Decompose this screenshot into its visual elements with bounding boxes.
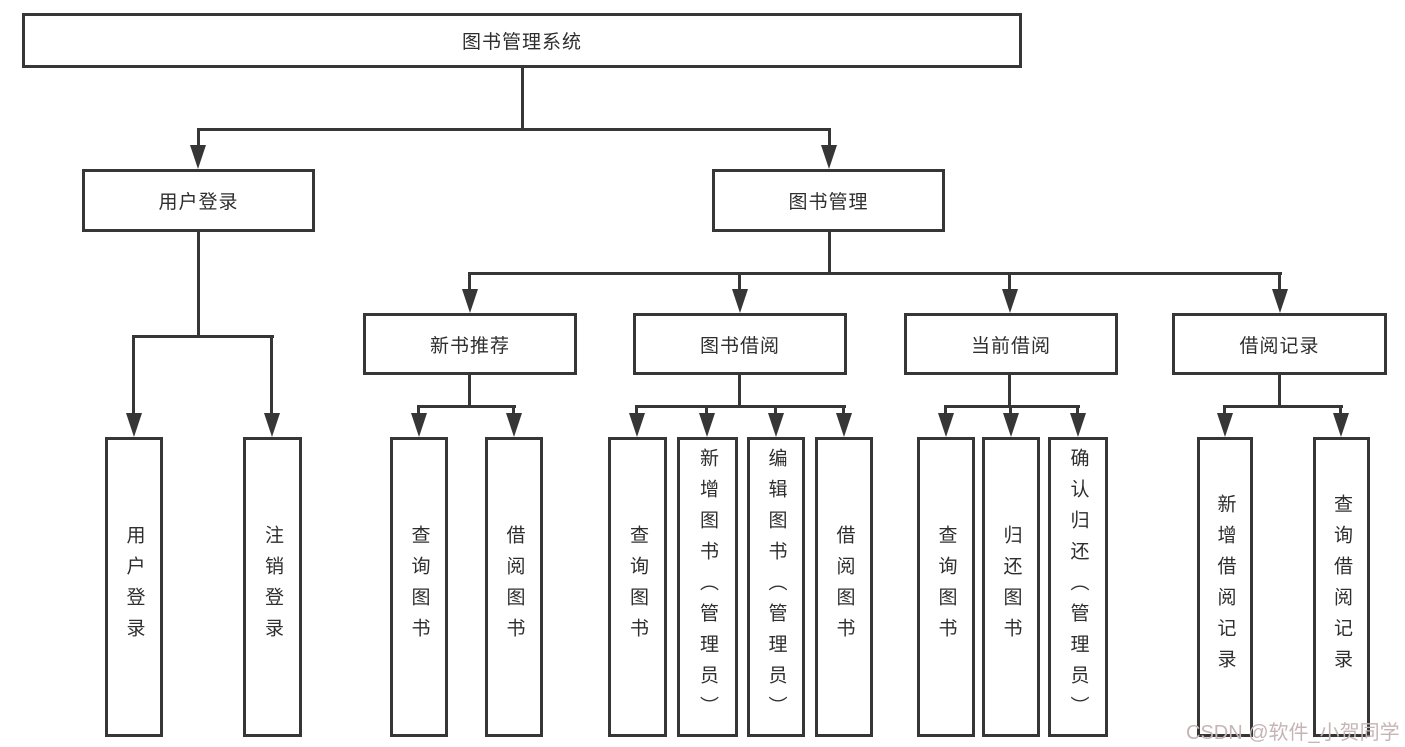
connector-leaf-stem — [774, 405, 777, 419]
node-borrow-records: 借阅记录 — [1172, 313, 1387, 375]
connector-level2-bar — [468, 272, 1282, 275]
connector-borrow-records-bar — [1223, 405, 1343, 408]
connector-user-login-down — [197, 232, 200, 338]
leaf-query-borrow-record-label: 查询借阅记录 — [1331, 494, 1352, 680]
arrow-to-leaf — [1217, 413, 1233, 437]
node-new-book-recommend: 新书推荐 — [363, 313, 577, 375]
arrow-to-leaf — [506, 413, 522, 437]
arrow-to-user-login — [190, 145, 206, 169]
leaf-borrow-books-label: 借阅图书 — [503, 525, 525, 649]
connector-leaf-stem — [1223, 405, 1226, 419]
arrow-to-leaf — [699, 413, 715, 437]
node-borrow-records-label: 借阅记录 — [1239, 335, 1320, 357]
arrow-to-leaf — [1003, 413, 1019, 437]
connector-leaf-stem — [1009, 405, 1012, 419]
leaf-add-books-admin: 新增图书（管理员） — [677, 437, 738, 737]
csdn-watermark: CSDN @软件_小贺同学 — [1186, 722, 1400, 744]
connector-leaf-stem — [635, 405, 638, 419]
node-new-book-recommend-label: 新书推荐 — [429, 335, 510, 357]
node-current-borrow-label: 当前借阅 — [970, 335, 1051, 357]
arrow-to-book-mgmt — [821, 145, 837, 169]
leaf-query-books-borrow: 查询图书 — [608, 437, 667, 737]
leaf-borrow-books: 借阅图书 — [815, 437, 873, 737]
leaf-user-login: 用户登录 — [105, 437, 163, 737]
leaf-logout: 注销登录 — [243, 437, 302, 737]
leaf-query-books-label: 查询图书 — [935, 525, 957, 649]
connector-book-borrow-bar — [635, 405, 846, 408]
connector-l2-stem — [738, 272, 741, 292]
arrow-to-leaf-logout — [264, 413, 280, 437]
leaf-borrow-books-label: 借阅图书 — [833, 525, 855, 649]
arrow-to-leaf — [1333, 413, 1349, 437]
arrow-to-leaf — [836, 413, 852, 437]
leaf-add-books-admin-label: 新增图书（管理员） — [697, 447, 718, 727]
arrow-to-leaf — [938, 413, 954, 437]
connector-l2-stem — [1278, 272, 1281, 292]
leaf-return-books: 归还图书 — [982, 437, 1040, 737]
leaf-add-borrow-record: 新增借阅记录 — [1197, 437, 1253, 737]
node-user-login: 用户登录 — [82, 169, 315, 232]
leaf-logout-label: 注销登录 — [262, 525, 283, 649]
connector-leaf-stem — [1076, 405, 1079, 419]
connector-new-book-bar — [417, 405, 516, 408]
leaf-query-books-recommend: 查询图书 — [390, 437, 448, 737]
leaf-confirm-return-admin: 确认归还（管理员） — [1048, 437, 1108, 737]
connector-leaf-stem — [1339, 405, 1342, 419]
connector-l2-stem — [468, 272, 471, 292]
arrow-to-book-borrow — [732, 289, 748, 313]
connector-user-login-stem — [197, 128, 200, 150]
node-book-management: 图书管理 — [712, 169, 945, 232]
connector-book-mgmt-down — [828, 232, 831, 275]
arrow-to-current-borrow — [1002, 289, 1018, 313]
node-book-management-label: 图书管理 — [788, 192, 869, 213]
connector-leaf-stem — [417, 405, 420, 419]
leaf-return-books-label: 归还图书 — [1000, 525, 1022, 649]
leaf-add-borrow-record-label: 新增借阅记录 — [1214, 494, 1236, 680]
node-current-borrow: 当前借阅 — [904, 313, 1118, 375]
leaf-edit-books-admin-label: 编辑图书（管理员） — [765, 447, 787, 727]
connector-current-borrow-bar — [944, 405, 1080, 408]
arrow-to-leaf — [411, 413, 427, 437]
connector-borrow-records-down — [1278, 375, 1281, 408]
node-root-label: 图书管理系统 — [461, 32, 582, 53]
arrow-to-leaf — [1070, 413, 1086, 437]
connector-new-book-down — [468, 375, 471, 408]
node-user-login-label: 用户登录 — [158, 192, 239, 213]
connector-l2-stem — [1008, 272, 1011, 292]
leaf-edit-books-admin: 编辑图书（管理员） — [747, 437, 805, 737]
arrow-to-leaf — [629, 413, 645, 437]
connector-user-login-bar — [133, 335, 274, 338]
arrow-to-borrow-records — [1272, 289, 1288, 313]
connector-leaf-stem — [944, 405, 947, 419]
connector-book-mgmt-stem — [828, 128, 831, 150]
connector-leaf-stem — [512, 405, 515, 419]
node-book-borrow: 图书借阅 — [633, 313, 847, 375]
connector-root-stem — [521, 68, 524, 130]
node-book-borrow-label: 图书借阅 — [699, 335, 780, 357]
leaf-query-books-label: 查询图书 — [408, 525, 430, 649]
leaf-confirm-return-admin-label: 确认归还（管理员） — [1067, 447, 1089, 727]
connector-leaf-stem — [132, 335, 135, 417]
connector-level1-bar — [197, 128, 831, 131]
leaf-query-books-current: 查询图书 — [917, 437, 975, 737]
arrow-to-leaf-login — [126, 413, 142, 437]
connector-current-borrow-down — [1008, 375, 1011, 408]
arrow-to-new-book — [462, 289, 478, 313]
leaf-query-borrow-record: 查询借阅记录 — [1313, 437, 1370, 737]
node-root-system: 图书管理系统 — [22, 13, 1022, 68]
leaf-query-books-label: 查询图书 — [627, 525, 648, 649]
leaf-borrow-books-recommend: 借阅图书 — [485, 437, 543, 737]
connector-leaf-stem — [842, 405, 845, 419]
connector-leaf-stem — [270, 335, 273, 417]
leaf-user-login-label: 用户登录 — [123, 525, 145, 649]
connector-leaf-stem — [705, 405, 708, 419]
connector-book-borrow-down — [738, 375, 741, 408]
arrow-to-leaf — [768, 413, 784, 437]
